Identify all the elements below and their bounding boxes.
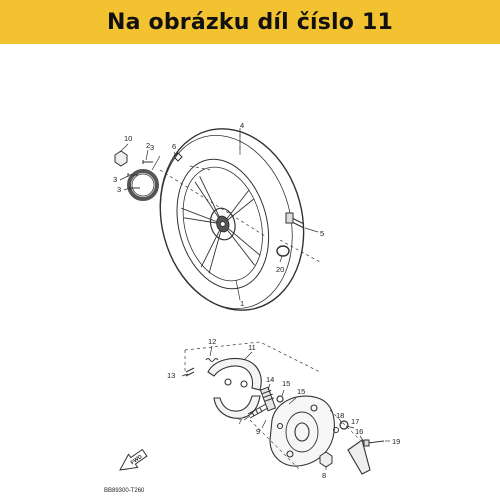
header-banner: Na obrázku díl číslo 11 [0, 0, 500, 44]
rim [176, 158, 270, 290]
callout-15b: 15 [297, 387, 305, 396]
callout-1: 1 [240, 299, 244, 308]
callout-8: 8 [322, 471, 326, 480]
callout-13: 13 [167, 371, 175, 380]
drawing-code: BB89300-T260 [104, 488, 145, 494]
callout-5: 5 [320, 229, 324, 238]
wheel-assembly [159, 128, 305, 311]
callout-labels: 1 2 3 3 3 4 5 6 7 8 9 10 11 12 13 14 15 … [113, 121, 400, 480]
callout-9: 9 [256, 427, 260, 436]
spring-12 [205, 358, 219, 362]
callout-4: 4 [240, 121, 244, 130]
gear-ring [127, 169, 159, 201]
callout-19: 19 [392, 437, 400, 446]
ring-20 [276, 245, 290, 257]
header-title: Na obrázku díl číslo 11 [107, 9, 393, 35]
clip-6 [173, 152, 183, 162]
callout-7: 7 [238, 417, 242, 426]
nut-8 [319, 451, 333, 468]
camshaft-14 [259, 386, 277, 412]
bolts-3 [127, 160, 153, 190]
shaft-7 [247, 403, 269, 419]
callout-3a: 3 [150, 143, 154, 152]
bolt-19 [363, 439, 385, 447]
fwd-arrow-icon: FWD [119, 448, 148, 471]
callout-15a: 15 [282, 379, 290, 388]
nut-10 [114, 150, 128, 167]
washer-17 [339, 420, 349, 430]
wheel-hub [209, 207, 236, 241]
callout-17: 17 [351, 417, 359, 426]
callout-6: 6 [172, 142, 176, 151]
brake-shoes-11 [207, 357, 262, 419]
valve-5 [285, 212, 305, 229]
callout-10: 10 [124, 134, 132, 143]
callout-11: 11 [248, 343, 256, 352]
callout-12: 12 [208, 337, 216, 346]
callout-16: 16 [355, 427, 363, 436]
exploded-parts-diagram: 1 2 3 3 3 4 5 6 7 8 9 10 11 12 13 14 15 … [104, 121, 400, 494]
callout-18: 18 [336, 411, 344, 420]
oring-15a [276, 395, 284, 403]
callout-2: 2 [146, 141, 150, 150]
washer-18 [333, 427, 339, 433]
callout-14: 14 [266, 375, 274, 384]
callout-20: 20 [276, 265, 284, 274]
callout-3c: 3 [117, 185, 121, 194]
brake-arm-16 [347, 439, 371, 475]
pin-13 [185, 367, 195, 377]
callout-3b: 3 [113, 175, 117, 184]
